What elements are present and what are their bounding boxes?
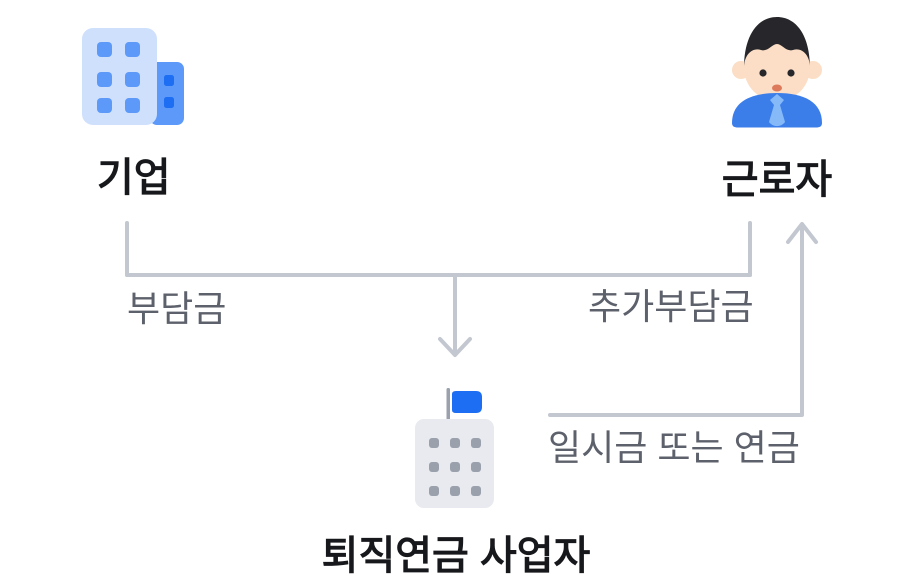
building-window (125, 72, 140, 87)
payout-elbow-line (548, 224, 804, 417)
edge-label-payout: 일시금 또는 연금 (548, 427, 800, 468)
office-buildings-icon (82, 28, 184, 125)
edge-label-company-contribution: 부담금 (127, 288, 227, 329)
flag-pole-shape (446, 388, 450, 421)
provider-window (471, 486, 481, 496)
main-building-shape (82, 28, 157, 125)
down-arrow-head-icon (438, 337, 472, 357)
hair-shape (744, 17, 810, 68)
building-window (125, 42, 140, 57)
provider-window (471, 462, 481, 472)
mouth-shape (772, 84, 782, 92)
company-node-label: 기업 (97, 156, 171, 200)
provider-window (429, 486, 439, 496)
worker-node-label: 근로자 (721, 158, 833, 202)
provider-node-label: 퇴직연금 사업자 (321, 534, 591, 578)
eye-shape (787, 69, 795, 77)
eye-shape (759, 69, 767, 77)
building-window (97, 98, 112, 113)
flag-shape (452, 391, 482, 413)
provider-window (450, 486, 460, 496)
up-arrow-head-icon (786, 222, 818, 244)
provider-window (450, 438, 460, 448)
annex-window (164, 97, 174, 108)
annex-window (164, 75, 174, 86)
provider-window (429, 438, 439, 448)
flag-building-icon (415, 388, 494, 508)
edge-label-worker-contribution: 추가부담금 (588, 286, 754, 327)
tie-shape (769, 94, 785, 127)
building-window (97, 72, 112, 87)
annex-building-shape (150, 62, 184, 125)
building-window (125, 98, 140, 113)
worker-avatar-icon (732, 17, 822, 128)
face-shape (744, 35, 810, 101)
provider-window (471, 438, 481, 448)
provider-window (429, 462, 439, 472)
provider-window (450, 462, 460, 472)
building-window (97, 42, 112, 57)
